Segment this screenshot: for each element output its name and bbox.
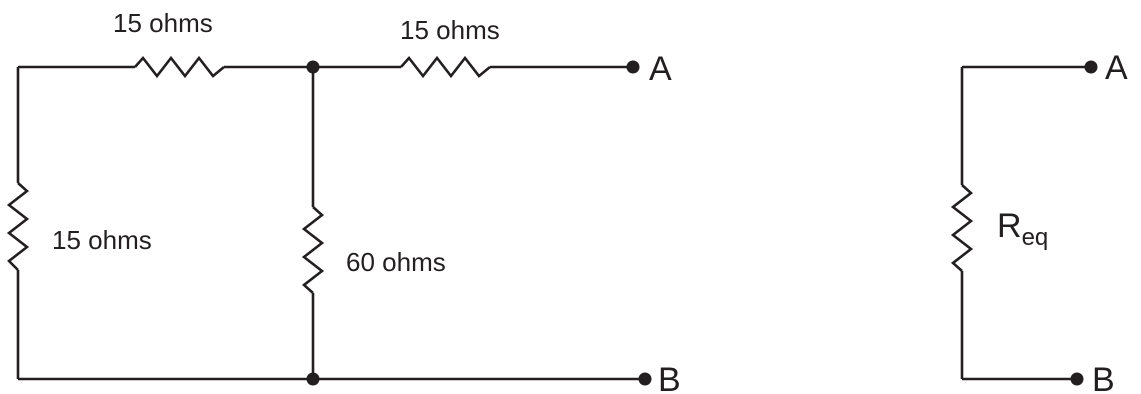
resistor-top-right	[400, 55, 491, 79]
eq-terminal-a-node	[1084, 60, 1098, 74]
resistor-top-left	[134, 55, 225, 79]
eq-label-terminal-b: B	[1092, 361, 1115, 394]
equivalent-circuit: Req A B	[950, 49, 1128, 394]
original-circuit: 15 ohms 15 ohms 15 ohms 60 ohms A B	[6, 8, 681, 394]
eq-terminal-b-node	[1070, 372, 1084, 386]
label-req-main: R	[997, 207, 1022, 245]
resistor-left-vertical	[6, 182, 30, 271]
label-top-left-resistor: 15 ohms	[113, 8, 213, 38]
label-top-right-resistor: 15 ohms	[400, 15, 500, 45]
label-left-resistor: 15 ohms	[52, 225, 152, 255]
resistor-equivalent	[950, 184, 974, 272]
label-middle-resistor: 60 ohms	[346, 247, 446, 277]
label-req-subscript: eq	[1022, 224, 1049, 251]
junction-bottom	[306, 372, 320, 386]
label-terminal-b: B	[658, 361, 681, 394]
junction-top	[306, 60, 320, 74]
eq-label-terminal-a: A	[1105, 49, 1128, 87]
terminal-b-node	[638, 372, 652, 386]
label-terminal-a: A	[649, 50, 672, 88]
resistor-middle-vertical	[301, 206, 325, 294]
label-req: Req	[997, 207, 1048, 251]
terminal-a-node	[626, 60, 640, 74]
